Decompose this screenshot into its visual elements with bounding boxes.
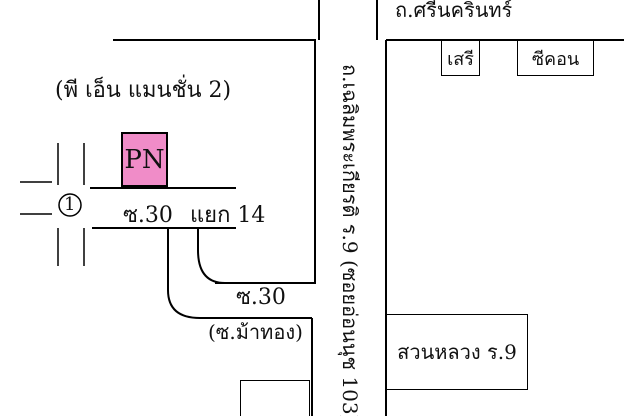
landmark-seri-label: เสรี (447, 48, 474, 70)
landmark-suan-luang: สวนหลวง ร.9 (386, 314, 528, 390)
soi-30-label: ซ.30 (123, 203, 173, 228)
pn-label: PN (124, 144, 165, 175)
building-name-label: (พี เอ็น แมนชั่น 2) (55, 78, 232, 103)
suan-luang-label: สวนหลวง ร.9 (397, 340, 517, 364)
landmark-seacon-label: ซีคอน (531, 48, 580, 70)
soi-mathong-label: (ซ.ม้าทอง) (208, 320, 303, 344)
block-outline (113, 39, 316, 284)
road-label-vertical: ถ.เฉลิมพระเกียรติ ร.9 (ซอยอ่อนนุช 103) (338, 64, 362, 416)
road-label-srinakarin: ถ.ศรีนครินทร์ (395, 0, 513, 22)
curve-road (167, 228, 312, 319)
landmark-seri: เสรี (441, 40, 480, 76)
marker-circle (58, 193, 82, 217)
soi-30-lower-label: ซ.30 (236, 285, 286, 310)
marker-number: 1 (64, 194, 76, 215)
lower-building (240, 380, 310, 416)
curve-road (197, 228, 226, 284)
landmark-seacon: ซีคอน (517, 40, 594, 76)
pn-building-marker: PN (121, 132, 168, 187)
yaek-14-label: แยก 14 (190, 203, 266, 228)
